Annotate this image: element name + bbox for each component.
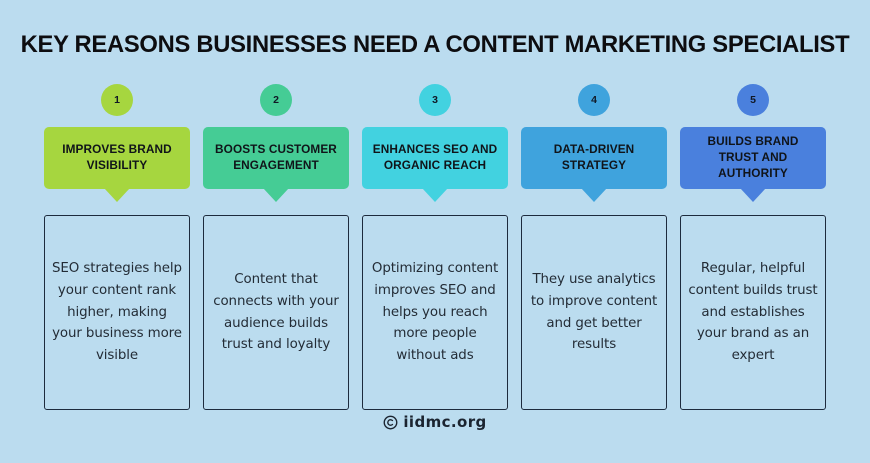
reason-header-tail-icon [740,188,766,202]
reason-body-text: SEO strategies help your content rank hi… [52,261,182,364]
reason-number-badge: 4 [578,84,610,116]
reason-body-box: Content that connects with your audience… [203,215,349,410]
reason-body-text: Regular, helpful content builds trust an… [688,261,818,364]
footer-site-label: iidmc.org [403,413,487,431]
reason-body-box: Optimizing content improves SEO and help… [362,215,508,410]
reason-number-badge: 3 [419,84,451,116]
reason-header-bubble: BOOSTS CUSTOMER ENGAGEMENT [203,127,349,202]
reason-number-badge: 2 [260,84,292,116]
reason-body-text: They use analytics to improve content an… [530,272,658,353]
reason-heading: BOOSTS CUSTOMER ENGAGEMENT [203,127,349,189]
reason-header-bubble: DATA-DRIVEN STRATEGY [521,127,667,202]
reason-heading: BUILDS BRAND TRUST AND AUTHORITY [680,127,826,189]
reason-body-box: Regular, helpful content builds trust an… [680,215,826,410]
reason-header-tail-icon [422,188,448,202]
footer: iidmc.org [0,413,870,431]
reason-heading: DATA-DRIVEN STRATEGY [521,127,667,189]
reason-body-box: SEO strategies help your content rank hi… [44,215,190,410]
reason-header-tail-icon [263,188,289,202]
reason-header-bubble: IMPROVES BRAND VISIBILITY [44,127,190,202]
reason-body-text: Content that connects with your audience… [213,272,339,353]
page-title: KEY REASONS BUSINESSES NEED A CONTENT MA… [20,31,850,58]
reason-body-text: Optimizing content improves SEO and help… [371,261,499,364]
reason-heading: IMPROVES BRAND VISIBILITY [44,127,190,189]
reason-header-tail-icon [104,188,130,202]
reason-number-badge: 1 [101,84,133,116]
reason-header-bubble: ENHANCES SEO AND ORGANIC REACH [362,127,508,202]
reason-heading: ENHANCES SEO AND ORGANIC REACH [362,127,508,189]
reason-header-tail-icon [581,188,607,202]
reason-number-badge: 5 [737,84,769,116]
copyright-icon [383,415,398,429]
reason-body-box: They use analytics to improve content an… [521,215,667,410]
reason-header-bubble: BUILDS BRAND TRUST AND AUTHORITY [680,127,826,202]
